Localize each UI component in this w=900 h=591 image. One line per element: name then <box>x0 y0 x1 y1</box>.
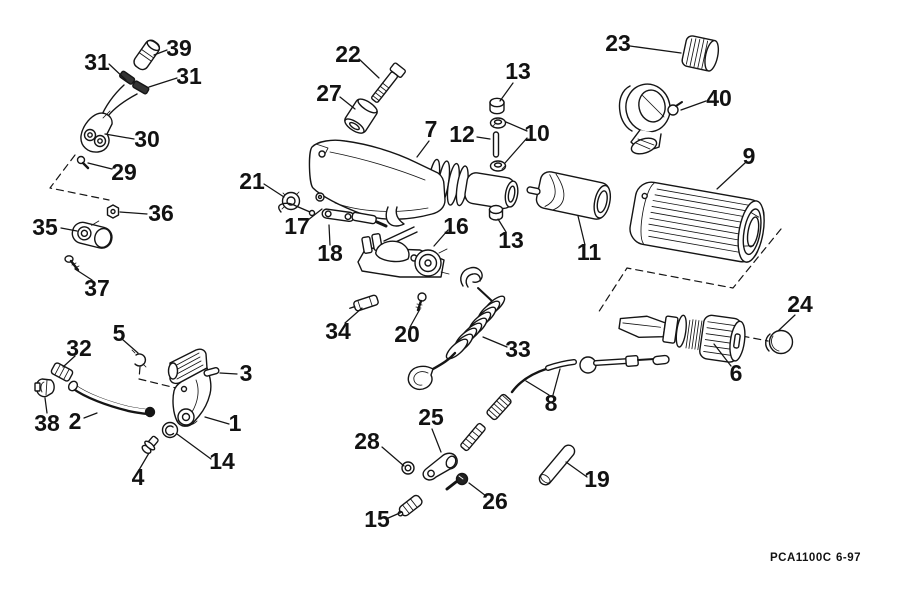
callout-32: 32 <box>66 335 92 361</box>
callout-27: 27 <box>316 80 342 106</box>
part-15-pin <box>397 494 423 517</box>
part-40-friction-collar <box>618 83 683 155</box>
part-25-lever-bracket <box>422 452 458 481</box>
callout-24: 24 <box>787 291 813 317</box>
callout-37: 37 <box>84 275 110 301</box>
part-1-grip-lever <box>167 348 212 427</box>
part-11-throttle-sleeve <box>526 171 612 220</box>
callout-34: 34 <box>325 318 351 344</box>
callout-38: 38 <box>34 410 60 436</box>
part-12-pin <box>492 131 500 158</box>
part-36-nut <box>106 204 120 219</box>
callout-15: 15 <box>364 506 390 532</box>
part-2-link-rod <box>67 380 156 418</box>
part-24-cap <box>765 329 794 355</box>
part-35-swivel-bracket <box>71 220 113 249</box>
part-22-bolt <box>371 62 406 103</box>
part-30-connector <box>80 110 113 153</box>
part-3-pin <box>203 367 220 377</box>
callout-3: 3 <box>240 360 253 386</box>
part-29-screw <box>76 155 90 170</box>
callout-6: 6 <box>730 360 743 386</box>
callout-12: 12 <box>449 121 475 147</box>
callout-26: 26 <box>482 488 508 514</box>
callout-16: 16 <box>443 213 469 239</box>
callout-20: 20 <box>394 321 420 347</box>
part-39-knob <box>133 39 161 71</box>
part-26-screw <box>445 472 469 491</box>
part-10-washers <box>489 117 507 172</box>
callout-21: 21 <box>239 168 265 194</box>
callout-23: 23 <box>605 30 631 56</box>
part-13-cap-top <box>489 97 505 115</box>
callout-31a: 31 <box>84 49 110 75</box>
footer-date-code: 6-97 <box>836 552 861 564</box>
callout-14: 14 <box>209 448 235 474</box>
callout-22: 22 <box>335 41 361 67</box>
part-20-screw <box>415 292 427 312</box>
part-23-knurled-cap <box>681 35 720 72</box>
part-9-twist-grip <box>629 181 765 263</box>
part-17-link-wire <box>278 202 316 217</box>
callout-19: 19 <box>584 466 610 492</box>
callout-31b: 31 <box>176 63 202 89</box>
part-6-friction-adjuster <box>618 314 746 363</box>
callout-29: 29 <box>111 159 137 185</box>
callout-30: 30 <box>134 126 160 152</box>
part-8-throttle-cable <box>460 354 670 452</box>
callout-leader-lines <box>44 45 796 520</box>
callout-9: 9 <box>743 143 756 169</box>
callout-4: 4 <box>132 464 145 490</box>
callout-13a: 13 <box>505 58 531 84</box>
part-32-sleeve <box>50 362 74 382</box>
part-13-cap-bottom <box>488 204 504 221</box>
callout-35: 35 <box>32 214 58 240</box>
callout-17: 17 <box>284 213 310 239</box>
dashed-guides <box>49 154 782 389</box>
part-37-screw <box>64 255 80 272</box>
part-18-link-rod <box>321 208 388 228</box>
callout-8: 8 <box>545 390 558 416</box>
part-34-clip <box>349 294 379 312</box>
callout-2: 2 <box>69 408 82 434</box>
callout-28: 28 <box>354 428 380 454</box>
part-7-tiller-arm <box>308 139 519 227</box>
callout-labels: 39 31 31 30 29 36 35 37 22 27 7 12 13 10… <box>32 30 813 532</box>
part-4-screw <box>141 435 159 455</box>
part-38-clip <box>34 378 55 398</box>
callout-11: 11 <box>577 239 602 265</box>
callout-25: 25 <box>418 404 444 430</box>
part-33-lanyard <box>407 266 506 391</box>
callout-13b: 13 <box>498 227 524 253</box>
part-5-snap-ring <box>131 349 147 368</box>
part-16-bracket-assembly <box>357 226 450 278</box>
part-14-washer <box>161 421 179 439</box>
footer-part-code: PCA1100C <box>770 552 832 564</box>
part-27-bushing <box>344 98 378 134</box>
callout-10: 10 <box>524 120 550 146</box>
callout-40: 40 <box>706 85 732 111</box>
callout-33: 33 <box>505 336 531 362</box>
callout-36: 36 <box>148 200 174 226</box>
callout-5: 5 <box>113 320 126 346</box>
callout-7: 7 <box>425 116 438 142</box>
callout-39: 39 <box>166 35 192 61</box>
part-19-tube <box>538 444 576 486</box>
part-28-nut <box>401 461 415 475</box>
callout-1: 1 <box>229 410 242 436</box>
callout-18: 18 <box>317 240 343 266</box>
